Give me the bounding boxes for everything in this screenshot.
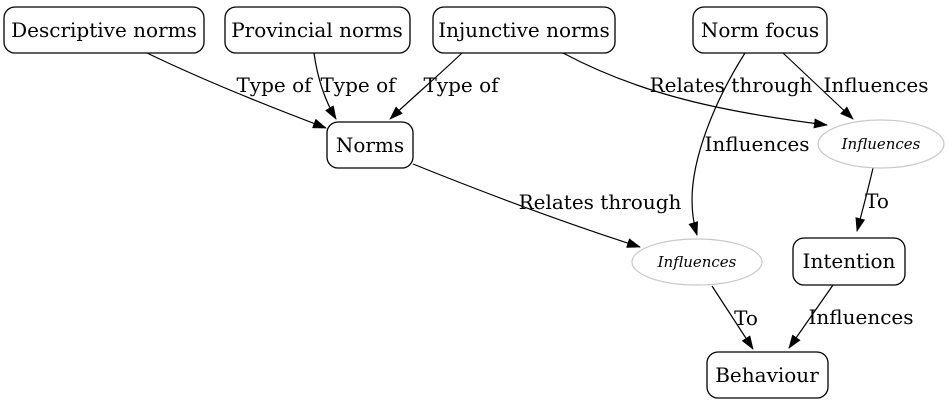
node-label: Norm focus xyxy=(701,18,819,42)
edge-label-type-of-2: Type of xyxy=(320,73,397,97)
edge-label-to-bottom: To xyxy=(734,306,758,330)
node-box xyxy=(706,351,829,399)
node-provincial-norms: Provincial norms xyxy=(224,6,411,54)
node-label: Injunctive norms xyxy=(438,18,610,42)
node-box xyxy=(224,6,411,54)
edge-influences-lower-to-behaviour xyxy=(711,285,754,350)
edge-intention-to-behaviour xyxy=(788,284,834,349)
edge-label-relates-through-lower: Relates through xyxy=(519,190,682,214)
edge-norms-to-influences-lower xyxy=(412,163,641,248)
node-box xyxy=(326,121,414,169)
edge-norm-focus-to-influences-lower xyxy=(688,52,746,236)
edge-injunctive-norms-to-influences-right xyxy=(562,52,828,129)
node-box xyxy=(792,237,906,286)
edge-descriptive-norms-to-norms xyxy=(146,52,327,129)
node-label: Intention xyxy=(803,249,896,273)
edge-injunctive-norms-to-norms xyxy=(389,52,463,120)
node-behaviour: Behaviour xyxy=(706,351,829,399)
node-box xyxy=(3,6,205,54)
edge-label-relates-through-top: Relates through xyxy=(650,73,813,97)
edge-label-to-right: To xyxy=(865,189,889,213)
node-descriptive-norms: Descriptive norms xyxy=(3,6,205,54)
node-influences-lower: Influences xyxy=(631,238,763,286)
node-norms: Norms xyxy=(326,121,414,169)
node-label: Influences xyxy=(657,253,737,271)
edges xyxy=(146,52,874,350)
edge-provincial-norms-to-norms xyxy=(313,52,337,120)
node-intention: Intention xyxy=(792,237,906,286)
node-label: Behaviour xyxy=(715,363,819,387)
edge-label-type-of-3: Type of xyxy=(423,73,500,97)
edge-labels: Type of Type of Type of Relates through … xyxy=(236,73,928,330)
node-ellipse xyxy=(631,238,763,286)
node-injunctive-norms: Injunctive norms xyxy=(432,6,616,54)
edge-label-influences-bottom: Influences xyxy=(808,305,913,329)
node-norm-focus: Norm focus xyxy=(692,6,828,54)
node-box xyxy=(692,6,828,54)
edge-label-influences-top: Influences xyxy=(823,73,928,97)
node-box xyxy=(432,6,616,54)
node-label: Provincial norms xyxy=(231,18,403,42)
edge-influences-right-to-intention xyxy=(855,167,874,232)
edge-label-type-of-1: Type of xyxy=(236,73,313,97)
node-label: Influences xyxy=(841,135,921,153)
node-label: Norms xyxy=(336,133,404,157)
node-influences-right: Influences xyxy=(817,119,945,169)
edge-label-influences-mid: Influences xyxy=(704,132,809,156)
edge-norm-focus-to-influences-right xyxy=(782,52,854,120)
node-label: Descriptive norms xyxy=(11,18,197,42)
node-ellipse xyxy=(817,119,945,169)
